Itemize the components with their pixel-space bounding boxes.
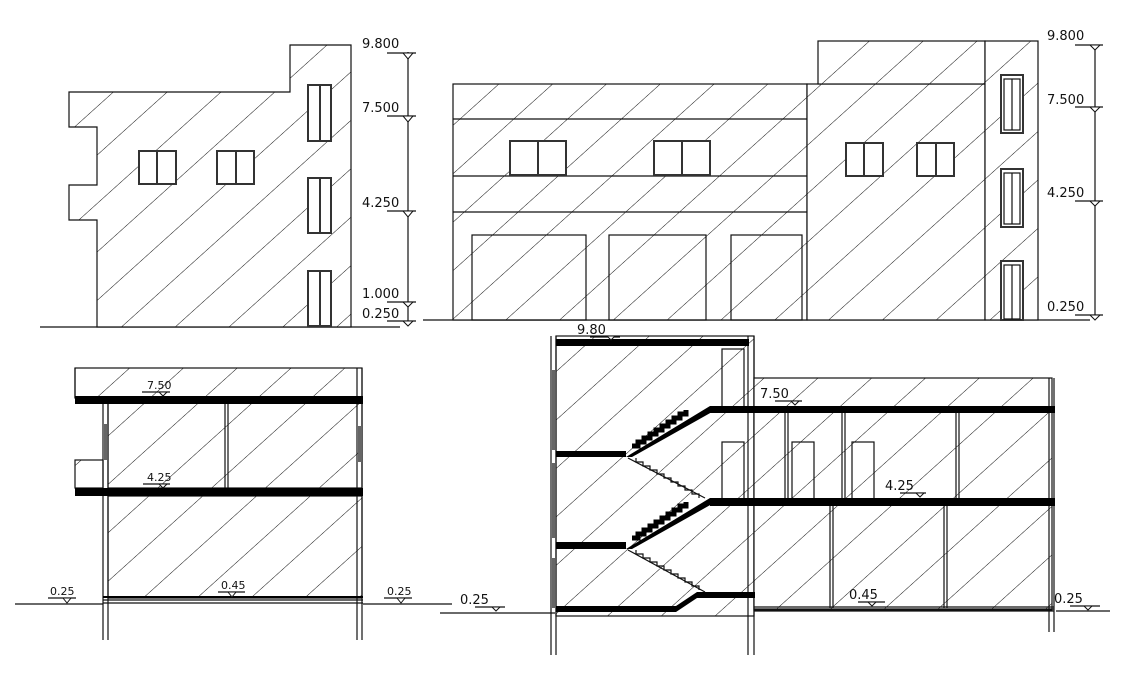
level-marker: 4.250: [1047, 186, 1103, 207]
garage-door: [730, 234, 803, 321]
front-elevation: 9.800 7.500 4.250 0.250: [440, 29, 1103, 321]
level-label: 7.50: [147, 379, 172, 392]
level-marker: 0.25: [460, 593, 505, 612]
level-marker: 4.25: [143, 471, 172, 489]
level-label: 4.25: [885, 479, 914, 494]
balcony: [74, 459, 104, 489]
section-a: 7.50 4.25 0.25 0.45 0.25: [15, 367, 452, 640]
front-block-left: [452, 83, 808, 321]
level-label: 7.500: [1047, 93, 1084, 108]
level-marker: 9.800: [1047, 29, 1103, 51]
stair-core: [555, 335, 755, 617]
landing-slab: [556, 542, 626, 549]
level-label: 1.000: [362, 287, 399, 302]
level-marker: 7.50: [142, 379, 172, 397]
level-label: 4.250: [1047, 186, 1084, 201]
side-wall: [68, 44, 352, 328]
window: [307, 270, 332, 327]
section-b: 9.80 7.50 4.25 0.25 0.45 0.25: [440, 323, 1110, 655]
level-marker: 0.250: [1047, 300, 1103, 321]
floor-slab: [75, 488, 363, 496]
window: [509, 140, 567, 176]
level-marker: 0.250: [362, 307, 440, 327]
level-marker: 9.800: [362, 37, 416, 60]
level-marker: 7.50: [760, 387, 802, 406]
parapet: [74, 367, 363, 399]
stair-flight: [556, 592, 710, 612]
level-marker: 9.80: [577, 323, 620, 341]
window: [1000, 260, 1024, 321]
level-marker: 0.25: [48, 585, 76, 604]
level-marker: 1.000: [362, 287, 416, 308]
floor-slab: [710, 498, 1055, 506]
window: [216, 150, 255, 185]
floor-slab: [710, 406, 1055, 413]
level-marker: 0.45: [849, 588, 885, 607]
window: [307, 177, 332, 234]
roof-slab: [556, 339, 749, 346]
level-label: 9.800: [1047, 29, 1084, 44]
level-label: 4.25: [147, 471, 172, 484]
window: [138, 150, 177, 185]
level-label: 9.800: [362, 37, 399, 52]
window: [916, 142, 955, 177]
front-block-middle: [806, 83, 986, 321]
level-label: 7.500: [362, 101, 399, 116]
level-marker: 0.25: [384, 585, 412, 604]
ground-slab: [103, 596, 363, 598]
level-marker: 7.500: [362, 101, 416, 123]
landing-slab: [556, 451, 626, 457]
window: [1000, 74, 1024, 134]
roof-slab: [75, 396, 363, 404]
level-marker: 7.500: [1047, 93, 1103, 113]
level-marker: 4.250: [362, 196, 416, 218]
side-elevation: 9.800 7.500 4.250 1.000 0.250: [40, 37, 440, 328]
level-label: 9.80: [577, 323, 606, 338]
level-label: 0.25: [460, 593, 489, 608]
level-label: 0.250: [362, 307, 399, 322]
level-label: 0.25: [387, 585, 412, 598]
stair-flight: [626, 406, 720, 457]
level-label: 0.45: [849, 588, 878, 603]
level-marker: 0.25: [1054, 592, 1100, 611]
level-marker: 0.45: [218, 579, 246, 598]
level-label: 0.45: [221, 579, 246, 592]
right-block: [753, 377, 1053, 611]
level-label: 0.25: [50, 585, 75, 598]
landing-slab: [710, 592, 755, 598]
garage-door: [471, 234, 587, 321]
level-label: 0.250: [1047, 300, 1084, 315]
stair-flight: [626, 498, 720, 549]
ground-floor-wall: [107, 495, 363, 599]
window: [307, 84, 332, 142]
window: [845, 142, 884, 177]
garage-door: [608, 234, 707, 321]
window: [1000, 168, 1024, 228]
window: [653, 140, 711, 176]
stair-tower-top: [817, 40, 986, 85]
level-marker: 4.25: [885, 479, 926, 498]
level-label: 0.25: [1054, 592, 1083, 607]
level-label: 4.250: [362, 196, 399, 211]
level-label: 7.50: [760, 387, 789, 402]
